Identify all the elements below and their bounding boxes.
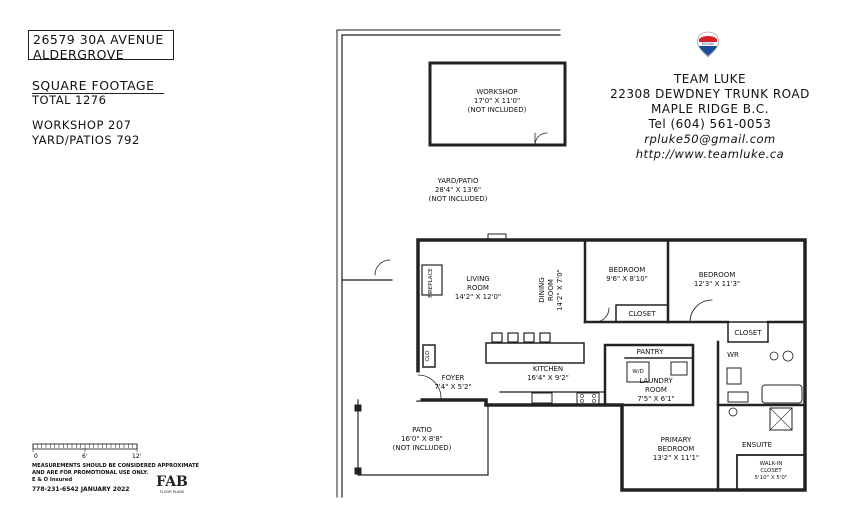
square-footage-total: TOTAL 1276 xyxy=(32,93,107,107)
address-line2: ALDERGROVE xyxy=(33,47,125,62)
address-box: 26579 30A AVENUE ALDERGROVE xyxy=(28,30,174,62)
walkin-label-2: CLOSET xyxy=(760,468,782,474)
contact-block: TEAM LUKE 22308 DEWDNEY TRUNK ROAD MAPLE… xyxy=(590,72,830,162)
scale-bar: 0 6' 12' xyxy=(32,443,142,460)
workshop-area: WORKSHOP 207 xyxy=(32,118,132,132)
team-name: TEAM LUKE xyxy=(673,72,747,86)
contact-city: MAPLE RIDGE B.C. xyxy=(651,102,769,116)
walkin-dims: 5'10" X 5'0" xyxy=(755,475,788,481)
foyer-label: FOYER xyxy=(442,374,465,382)
pantry-laundry-walls xyxy=(603,343,695,407)
bedroom2-label: BEDROOM xyxy=(609,266,646,274)
laundry-sink xyxy=(670,361,688,376)
ensuite-shower xyxy=(769,407,793,431)
workshop-label: WORKSHOP xyxy=(476,88,517,96)
contact-tel: Tel (604) 561-0053 xyxy=(648,117,772,131)
floor-plan: WORKSHOP 17'0" X 11'0" (NOT INCLUDED) YA… xyxy=(336,29,807,498)
dining-label-2: ROOM xyxy=(547,279,555,301)
square-footage-heading: SQUARE FOOTAGE xyxy=(32,78,164,94)
kitchen-island xyxy=(485,342,585,364)
ensuite-toilet xyxy=(728,407,738,417)
kitchen-range xyxy=(576,392,600,405)
living-label-1: LIVING xyxy=(466,275,489,283)
fireplace-label: FIREPLACE xyxy=(428,268,434,298)
dining-dims: 14'2" X 7'0" xyxy=(556,269,564,311)
stool-1 xyxy=(491,332,503,343)
contact-url[interactable]: http://www.teamluke.ca xyxy=(635,147,785,161)
scale-tick-0: 0 xyxy=(34,453,38,460)
logo-text: RE/MAX xyxy=(702,42,715,46)
scale-tick-6: 6' xyxy=(82,453,88,460)
legal-footer: 778-231-6542 JANUARY 2022 xyxy=(32,486,130,493)
stool-3 xyxy=(523,332,535,343)
room-labels: WORKSHOP 17'0" X 11'0" (NOT INCLUDED) YA… xyxy=(393,88,788,481)
dining-label-1: DINING xyxy=(538,277,546,302)
window-top xyxy=(487,233,507,240)
legal-line1: MEASUREMENTS SHOULD BE CONSIDERED APPROX… xyxy=(32,463,200,469)
living-dims: 14'2" X 12'0" xyxy=(455,293,501,301)
walkin-closet-walls xyxy=(736,454,806,491)
clo-label: CLO xyxy=(425,350,431,362)
contact-street: 22308 DEWDNEY TRUNK ROAD xyxy=(610,87,810,101)
fab-floorplans-logo: FAB FLOOR PLANS xyxy=(156,474,188,494)
foyer-dims: 7'4" X 5'2" xyxy=(434,383,471,391)
bedroom2-dims: 9'6" X 8'10" xyxy=(606,275,648,283)
laundry-dims: 7'5" X 6'1" xyxy=(637,395,674,403)
wr-fixture xyxy=(726,367,742,385)
laundry-label-1: LAUNDRY xyxy=(639,377,673,385)
workshop-dims: 17'0" X 11'0" xyxy=(474,97,520,105)
workshop-door-swing xyxy=(534,132,548,146)
kitchen-dims: 16'4" X 9'2" xyxy=(527,374,569,382)
closet3-label: CLOSET xyxy=(734,329,762,337)
stool-2 xyxy=(507,332,519,343)
legal-line3: E & O Insured xyxy=(32,477,73,483)
washer-dryer xyxy=(626,361,650,383)
property-line xyxy=(341,34,561,498)
front-door-swing xyxy=(417,374,442,399)
bedroom3-dims: 12'3" X 11'3" xyxy=(694,280,740,288)
patio-outline xyxy=(357,399,489,476)
fab-logo-sub: FLOOR PLANS xyxy=(160,490,185,494)
ensuite-tub xyxy=(761,384,803,404)
wr-toilet xyxy=(769,351,779,361)
wr-tub xyxy=(727,391,749,403)
closet2-label: CLOSET xyxy=(628,310,656,318)
fireplace xyxy=(421,264,443,296)
patio-note: (NOT INCLUDED) xyxy=(393,444,452,452)
closet-3-box xyxy=(727,321,769,343)
bedroom3-label: BEDROOM xyxy=(699,271,736,279)
wr-label: WR xyxy=(727,351,739,359)
legal-line2: AND ARE FOR PROMOTIONAL USE ONLY. xyxy=(32,470,149,476)
wd-label: W/D xyxy=(632,369,644,375)
ensuite-label: ENSUITE xyxy=(742,441,772,449)
yard-dims: 28'4" X 13'6" xyxy=(435,186,481,194)
foyer-closet xyxy=(422,344,436,368)
workshop-walls xyxy=(428,61,567,147)
walkin-label-1: WALK-IN xyxy=(760,461,783,467)
yard-label: YARD/PATIO xyxy=(436,177,478,185)
address-line1: 26579 30A AVENUE xyxy=(33,32,164,47)
primary-dims: 13'2" X 11'1" xyxy=(653,454,699,462)
scale-tick-12: 12' xyxy=(132,453,142,460)
stool-4 xyxy=(539,332,551,343)
property-line-outer xyxy=(336,29,561,498)
yard-note: (NOT INCLUDED) xyxy=(429,195,488,203)
primary-label-1: PRIMARY xyxy=(661,436,692,444)
kitchen-sink xyxy=(531,392,553,404)
contact-email[interactable]: rpluke50@gmail.com xyxy=(644,132,776,146)
workshop-note: (NOT INCLUDED) xyxy=(468,106,527,114)
remax-balloon-logo: RE/MAX xyxy=(697,31,719,58)
primary-label-2: BEDROOM xyxy=(658,445,695,453)
fab-logo-text: FAB xyxy=(156,474,188,490)
living-label-2: ROOM xyxy=(467,284,489,292)
kitchen-label: KITCHEN xyxy=(533,365,563,373)
closet-2-box xyxy=(615,304,669,323)
legal-disclaimer: MEASUREMENTS SHOULD BE CONSIDERED APPROX… xyxy=(32,463,222,493)
patio-dims: 16'0" X 8'8" xyxy=(401,435,443,443)
pantry-label: PANTRY xyxy=(637,348,664,356)
laundry-label-2: ROOM xyxy=(645,386,667,394)
patio-label: PATIO xyxy=(412,426,432,434)
yard-patios-area: YARD/PATIOS 792 xyxy=(32,133,140,147)
